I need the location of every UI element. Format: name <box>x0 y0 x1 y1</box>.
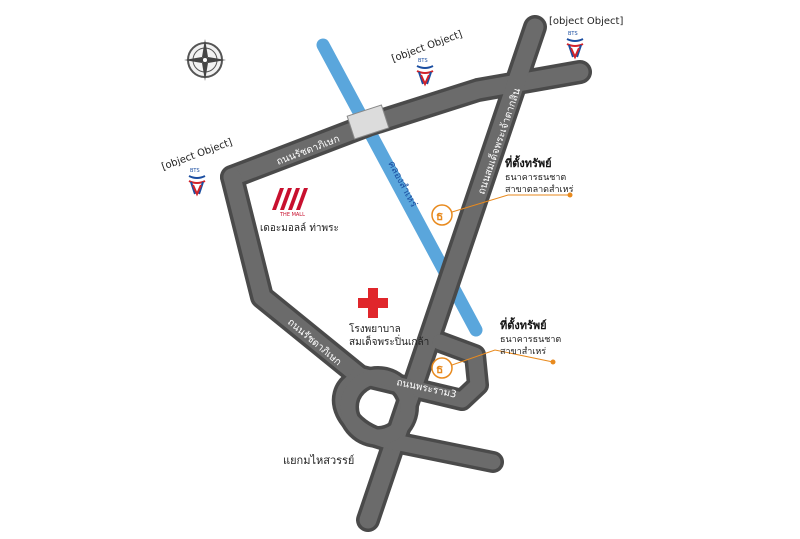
svg-text:ธ: ธ <box>436 362 443 376</box>
branch-1-line2: สาขาตลาดสำเหร่ <box>505 184 574 195</box>
branch-2-line1: ธนาคารธนชาต <box>500 335 561 345</box>
svg-text:BTS: BTS <box>568 31 578 37</box>
hospital-cross-icon <box>358 288 388 318</box>
branch-marker-2[interactable]: ธ ที่ตั้งทรัพย์ ธนาคารธนชาต สาขาสำเหร่ <box>431 317 561 379</box>
intersection-label: แยกมไหสวรรย์ <box>283 454 354 467</box>
hospital-label-line1: โรงพยาบาล <box>349 322 401 335</box>
branch-1-title: ที่ตั้งทรัพย์ <box>505 155 552 170</box>
bts-logo-icon: BTS <box>188 168 206 197</box>
the-mall-logo-text: THE MALL <box>279 212 305 218</box>
bridge <box>346 104 390 140</box>
the-mall-logo-icon: THE MALL <box>272 188 308 218</box>
the-mall-label: เดอะมอลล์ ท่าพระ <box>260 222 339 234</box>
branch-2-title: ที่ตั้งทรัพย์ <box>500 317 547 332</box>
compass-rose-icon <box>184 39 226 81</box>
bts-logo-icon: BTS <box>416 58 434 87</box>
bts-logo-icon: BTS <box>566 31 584 60</box>
branch-1-line1: ธนาคารธนชาต <box>505 173 566 183</box>
road-network <box>220 15 592 532</box>
svg-text:ธ: ธ <box>436 209 443 223</box>
thanachart-bank-icon <box>431 204 453 226</box>
svg-text:BTS: BTS <box>190 168 200 174</box>
svg-text:BTS: BTS <box>418 58 428 64</box>
thanachart-bank-icon <box>431 357 453 379</box>
branch-2-line2: สาขาสำเหร่ <box>500 346 546 357</box>
branch-marker-1[interactable]: ธ ที่ตั้งทรัพย์ ธนาคารธนชาต สาขาตลาดสำเห… <box>431 155 574 226</box>
hospital-label-line2: สมเด็จพระปิ่นเกล้า <box>349 334 429 348</box>
bts-label-wongwian-yai: [object Object] <box>549 16 623 27</box>
